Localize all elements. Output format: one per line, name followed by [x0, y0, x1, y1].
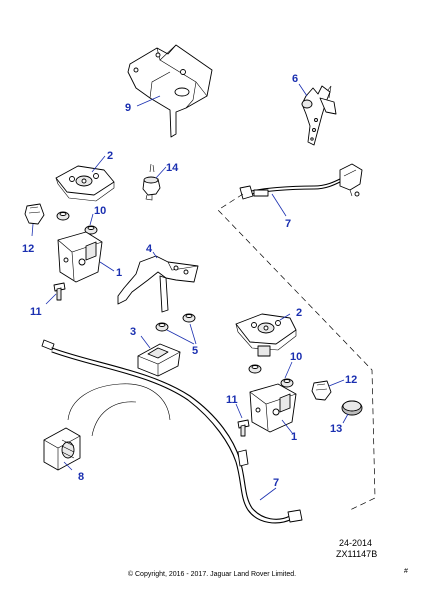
callout-10-upper: 10 — [94, 205, 106, 217]
callout-12-upper: 12 — [22, 243, 34, 255]
part-2-upper-striker — [55, 165, 115, 202]
callout-11-lower: 11 — [226, 394, 238, 406]
part-1-upper-latch — [57, 231, 103, 283]
part-10-upper-clips — [56, 211, 98, 235]
callout-4: 4 — [146, 243, 153, 255]
copyright-text: © Copyright, 2016 - 2017. Jaguar Land Ro… — [128, 570, 296, 578]
part-3-housing — [137, 343, 181, 377]
callout-10-lower: 10 — [290, 351, 302, 363]
callout-11-upper: 11 — [30, 306, 42, 318]
corner-mark: # — [404, 568, 408, 575]
part-1-lower-latch — [249, 383, 297, 433]
callout-8: 8 — [78, 471, 84, 483]
cable-loop-outline-inner — [91, 401, 137, 437]
part-7-upper-cable — [239, 163, 363, 200]
part-5-grommets — [155, 313, 196, 332]
callout-14: 14 — [166, 162, 179, 174]
callout-12-lower: 12 — [345, 374, 357, 386]
callout-5: 5 — [192, 345, 198, 357]
callout-7-upper: 7 — [285, 218, 291, 230]
part-7-lower-cable — [41, 339, 303, 524]
callout-13: 13 — [330, 423, 342, 435]
diagram-id-line1: 24-2014 — [339, 538, 372, 548]
part-8-cable-bracket — [43, 427, 81, 471]
callout-3: 3 — [130, 326, 136, 338]
cable-loop-outline — [67, 383, 171, 421]
part-2-lower-striker — [235, 313, 297, 357]
callout-2-lower: 2 — [296, 307, 302, 319]
part-12-lower-buffer — [311, 380, 332, 401]
part-9-bracket — [127, 44, 213, 138]
part-14-bump-stop — [142, 163, 161, 201]
part-11-lower-bolt — [237, 419, 250, 437]
cable-routing-dashed-line — [217, 193, 376, 511]
part-10-lower-clips — [248, 364, 294, 388]
callout-6: 6 — [292, 73, 298, 85]
callout-2-upper: 2 — [107, 150, 113, 162]
callout-9: 9 — [125, 102, 131, 114]
callout-7-lower: 7 — [273, 477, 279, 489]
callout-1-upper: 1 — [116, 267, 122, 279]
part-13-cap — [341, 400, 363, 416]
part-12-upper-buffer — [24, 203, 45, 225]
part-6-lever — [301, 85, 337, 146]
part-4-release-bracket — [117, 255, 199, 313]
part-11-upper-bolt — [53, 282, 66, 301]
callout-1-lower: 1 — [291, 431, 297, 443]
diagram-id-line2: ZX11147B — [336, 549, 377, 559]
